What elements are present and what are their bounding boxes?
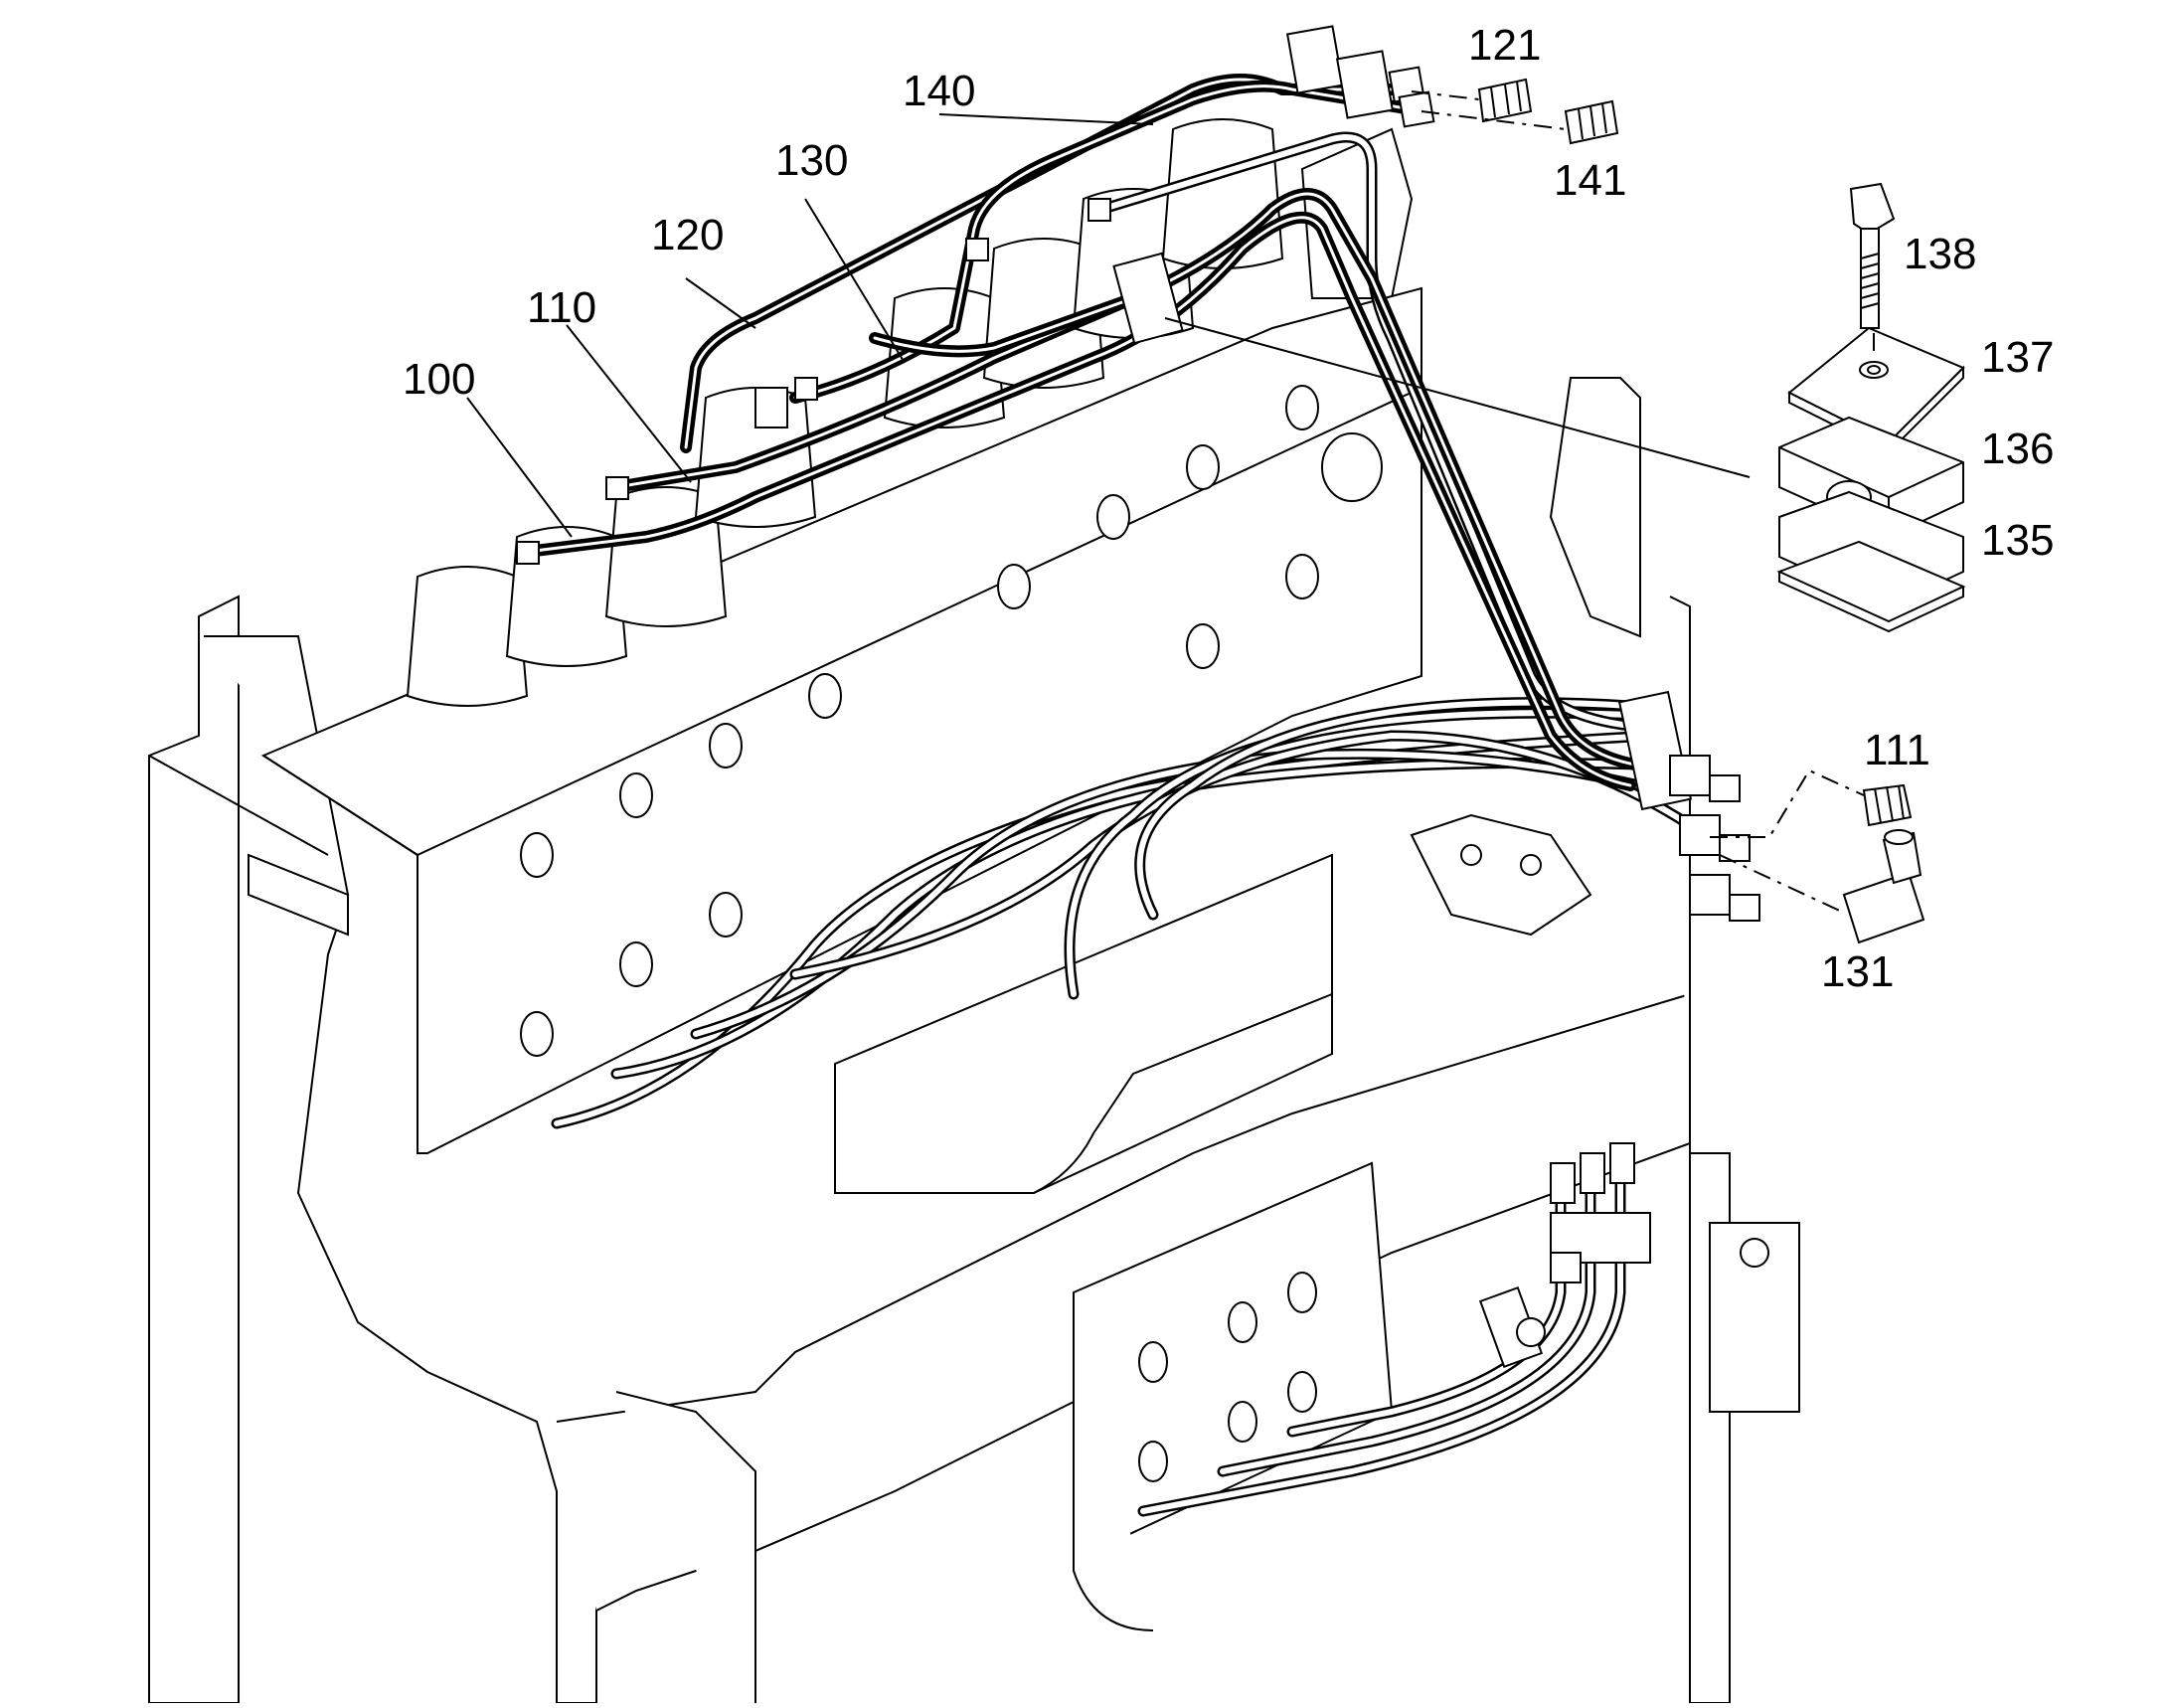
right-block <box>1709 1222 1800 1413</box>
callout-110: 110 <box>527 283 597 332</box>
clamp-in-place <box>1112 252 1184 345</box>
right-upper-bracket <box>1549 377 1641 638</box>
lower-frame-strut <box>615 1391 756 1703</box>
part-138-bolt <box>1849 182 1896 329</box>
white-hose-bundle <box>551 131 1696 1517</box>
callout-120: 120 <box>651 211 725 259</box>
callout-141: 141 <box>1554 156 1627 205</box>
valve-ports <box>520 385 1383 1057</box>
valve-block-edge-long <box>417 387 1422 856</box>
exploded-clamp-assembly <box>1776 182 1966 633</box>
leader-lines <box>466 90 1875 914</box>
left-plate-edge <box>148 755 329 856</box>
callout-111: 111 <box>1864 726 1930 774</box>
callout-130: 130 <box>775 136 849 185</box>
callout-121: 121 <box>1468 21 1542 70</box>
callout-137: 137 <box>1981 333 2055 382</box>
valve-block-edge-top <box>262 755 418 856</box>
mounting-plate <box>1410 813 1592 937</box>
lower-valve-block <box>834 813 1592 1631</box>
callout-136: 136 <box>1981 425 2055 473</box>
part-111-fitting <box>1862 783 1913 827</box>
part-135-base-plate <box>1776 490 1966 633</box>
callout-140: 140 <box>903 67 976 115</box>
part-121-fitting <box>1477 78 1533 123</box>
tank-body <box>834 853 1333 1194</box>
callout-138: 138 <box>1904 230 1977 278</box>
callout-131: 131 <box>1821 947 1895 996</box>
callout-100: 100 <box>403 355 476 404</box>
right-block-hole <box>1740 1238 1769 1268</box>
callout-135: 135 <box>1981 516 2055 565</box>
black-hose-bundle <box>521 74 1646 791</box>
part-141-fitting <box>1564 99 1619 145</box>
frame-structure <box>148 127 1800 1704</box>
upper-pipe-bracket <box>1300 127 1414 299</box>
upper-fittings <box>516 25 1435 565</box>
lower-right-fittings <box>1478 1142 1651 1369</box>
left-bracket-tab <box>248 853 349 937</box>
part-131-tee-fitting <box>1842 829 1925 944</box>
